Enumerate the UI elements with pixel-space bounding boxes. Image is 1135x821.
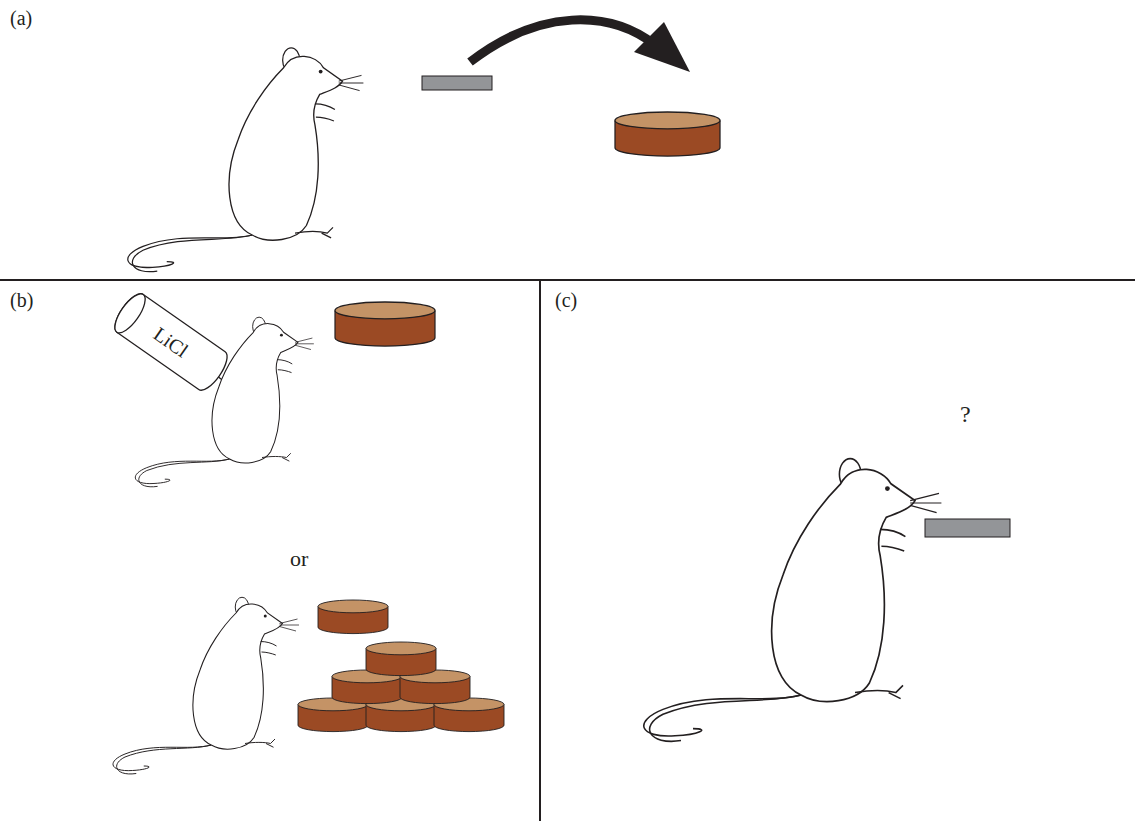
rat-drawing [128, 48, 364, 272]
rat-drawing [644, 459, 942, 742]
rat-drawing [113, 597, 299, 774]
panel-divider [0, 279, 1135, 281]
food-pellet [366, 642, 436, 676]
syringe-label: LiCl [149, 322, 192, 362]
food-pellet [615, 112, 720, 156]
text-holder: LiCl [109, 288, 233, 395]
syringe-barrel: LiCl [109, 288, 233, 395]
rat-drawing [135, 317, 314, 487]
arrow-head [634, 22, 690, 72]
arrow [470, 20, 655, 62]
lever [422, 76, 492, 90]
lever [925, 519, 1010, 537]
annotation: or [290, 548, 308, 570]
food-pellet [318, 600, 388, 634]
panel-divider [539, 280, 541, 821]
food-pellet [335, 302, 435, 346]
panel-label: (b) [10, 290, 33, 310]
panel-label: (c) [555, 290, 577, 310]
panel-label: (a) [10, 8, 32, 28]
annotation: ? [960, 402, 971, 426]
